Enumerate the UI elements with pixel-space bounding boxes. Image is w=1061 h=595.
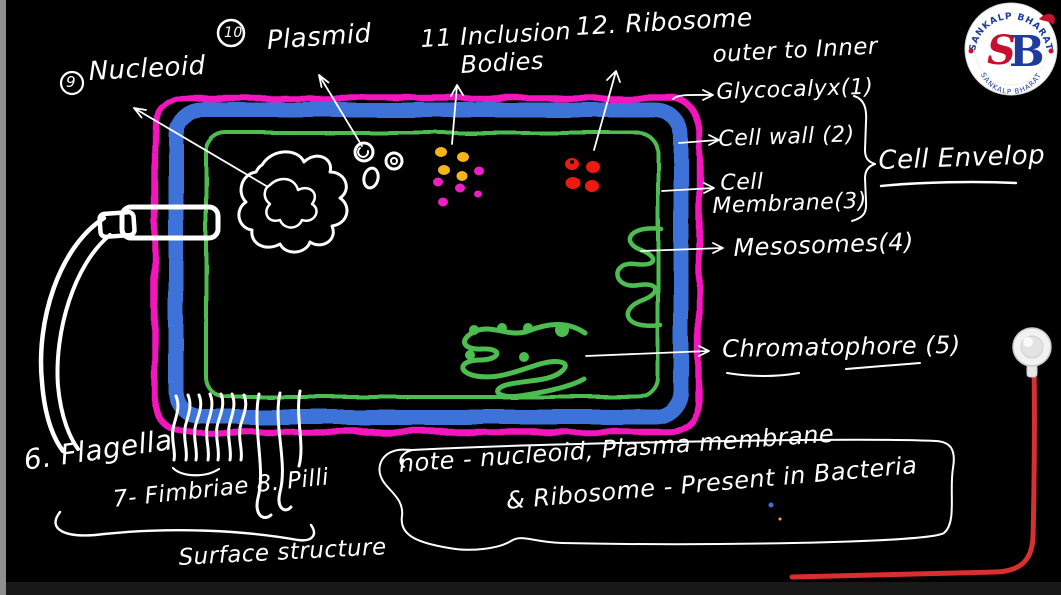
arrow-plasmid <box>318 74 363 147</box>
plasmid-number: 10 <box>224 25 243 41</box>
logo-letter-b: B <box>1009 27 1045 76</box>
cell-envelope-label: Cell Envelop <box>877 140 1046 176</box>
circled-number-9-ring <box>59 70 85 96</box>
left-edge-strip <box>0 0 6 595</box>
nucleoid-label: Nucleoid <box>87 50 207 87</box>
cell-wall-label: Cell wall (2) <box>717 122 856 152</box>
hand-strokes <box>54 18 1018 542</box>
nucleoid-shape <box>237 150 349 254</box>
mesosome-fold <box>615 226 664 329</box>
bottom-edge-strip <box>6 582 1061 595</box>
surface-structure-underline <box>54 510 316 542</box>
inclusion-bodies-label-line1: 11 Inclusion <box>419 17 572 53</box>
cell-envelope-underline <box>879 180 1018 188</box>
inclusion-bodies-label-line2: Bodies <box>459 46 545 79</box>
pointer-device <box>1012 327 1052 378</box>
chromatophore-underline-1 <box>726 372 800 377</box>
arrow-glycocalyx <box>672 89 714 101</box>
plasmid-label: Plasmid <box>265 18 373 56</box>
inclusion-bodies-dots <box>433 147 484 207</box>
arrow-chromatophore <box>585 345 710 357</box>
flagellum-shape <box>38 204 221 454</box>
arrow-nucleoid <box>133 107 269 188</box>
mesosomes-label: Mesosomes(4) <box>732 227 915 262</box>
cell-wall-layer <box>168 102 689 425</box>
plasmid-shapes <box>353 141 404 190</box>
stray-marks <box>768 502 782 521</box>
chromatophore-label: Chromatophore (5) <box>721 330 962 363</box>
chromatophore-shape <box>460 322 588 400</box>
arrow-mesosomes <box>640 242 724 254</box>
logo-star-right <box>1048 48 1054 54</box>
arrow-ribosome <box>593 70 621 151</box>
circled-number-10-ring <box>216 18 246 48</box>
fimbriae-lines <box>171 389 303 520</box>
cell-membrane-label-line2: Membrane(3) <box>711 188 868 219</box>
note-box-outline <box>378 438 955 551</box>
arrow-inclusion-bodies <box>450 84 464 145</box>
sankalp-bharat-logo: SANKALP BHARAT SANKALP BHARAT S B <box>964 2 1058 96</box>
cell-envelope-brace <box>851 95 876 222</box>
chromatophore-underline-2 <box>845 362 921 370</box>
glycocalyx-layer <box>151 94 703 436</box>
logo-pen-flourish <box>1039 13 1055 25</box>
logo-star-left <box>968 48 974 54</box>
arrow-cell-membrane <box>661 182 715 194</box>
cell-membrane-layer <box>204 131 660 399</box>
annotation-arrows <box>133 70 724 357</box>
ribosome-dots <box>565 158 600 192</box>
logo-letter-s: S <box>987 27 1016 74</box>
arrow-cell-wall <box>678 134 720 146</box>
red-cable <box>789 365 1037 580</box>
nucleoid-number: 9 <box>66 73 77 91</box>
glycocalyx-label: Glycocalyx(1) <box>715 74 874 105</box>
